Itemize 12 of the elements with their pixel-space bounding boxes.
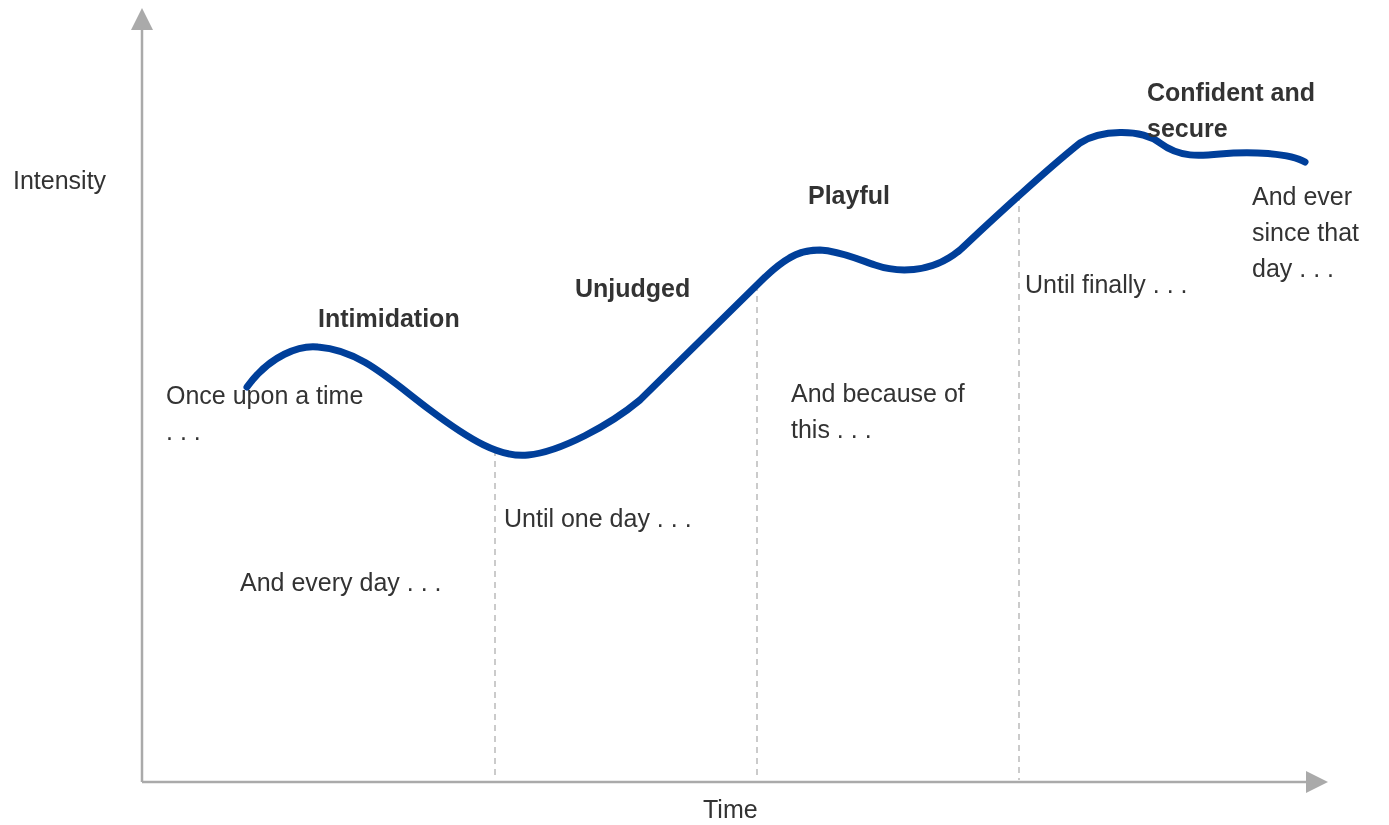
- story-text: Until finally . . .: [1025, 269, 1188, 300]
- phase-heading: Confident and secure: [1147, 77, 1317, 144]
- story-text: And every day . . .: [240, 567, 442, 598]
- story-text: Once upon a time . . .: [166, 380, 365, 447]
- axis-label: Time: [703, 794, 758, 825]
- phase-heading: Unjudged: [575, 273, 691, 304]
- story-text: And ever since that day . . .: [1252, 181, 1360, 284]
- story-text: Until one day . . .: [504, 503, 692, 534]
- story-text: And because of this . . .: [791, 378, 966, 445]
- phase-heading: Intimidation: [318, 303, 460, 334]
- axis-label: Intensity: [13, 165, 107, 196]
- phase-heading: Playful: [808, 180, 890, 211]
